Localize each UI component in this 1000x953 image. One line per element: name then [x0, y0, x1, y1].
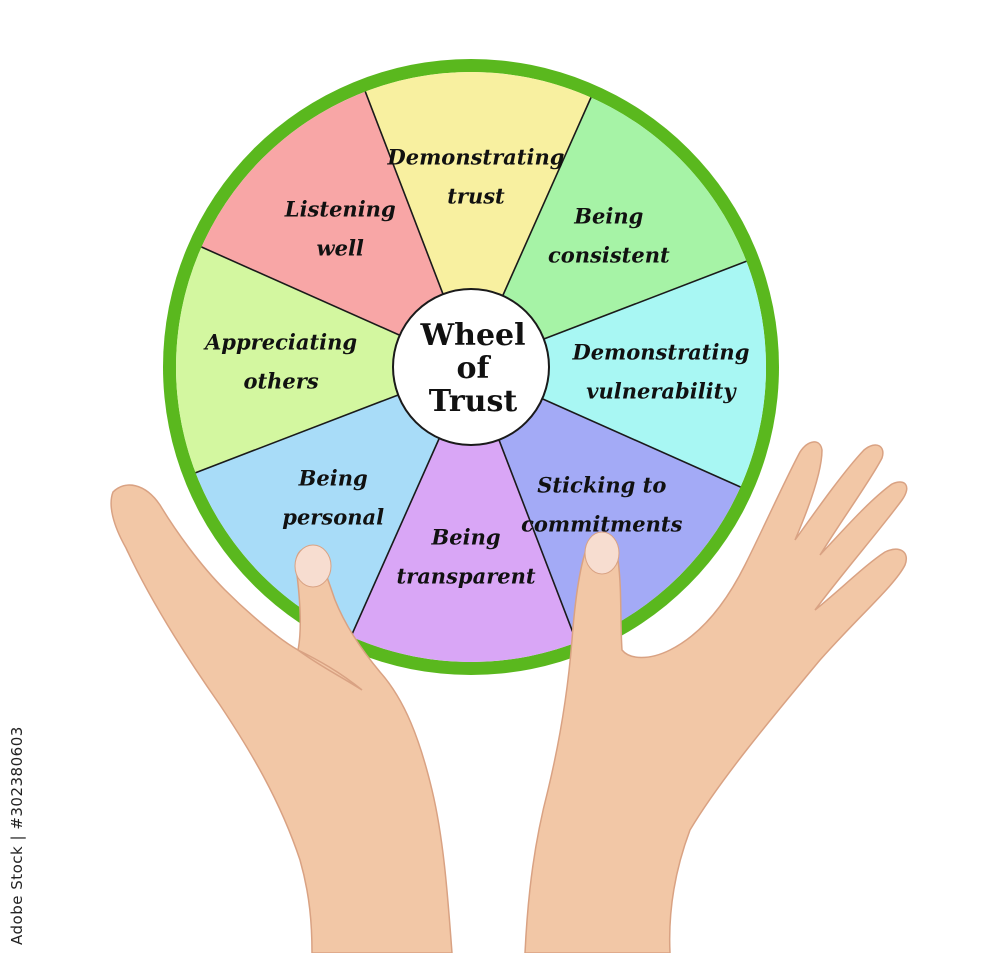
wheel-divider-7 [201, 246, 401, 337]
segment-3-label-line-0: Sticking to [537, 472, 666, 497]
left-hand-image [110, 484, 453, 953]
center-title-line-1: Wheel [419, 318, 525, 353]
segment-6-label-line-0: Appreciating [203, 330, 357, 355]
segment-6-label-line-1: others [243, 369, 318, 394]
stock-watermark-id: Adobe Stock | #302380603 [8, 726, 26, 945]
wheel-labels: DemonstratingtrustBeingconsistentDemonst… [203, 145, 749, 589]
wheel-segment-2 [471, 261, 766, 487]
segment-4-label-line-0: Being [431, 524, 501, 549]
segment-1-label-line-1: consistent [548, 243, 670, 268]
wheel-divider-6 [195, 394, 399, 474]
segment-1-label-line-0: Being [573, 204, 643, 229]
segment-7-label-line-0: Listening [284, 197, 396, 222]
wheel-segment-1 [471, 97, 747, 367]
wheel-divider-0 [364, 91, 444, 295]
left-hand-palm [110, 484, 453, 953]
wheel-segment-7 [201, 91, 471, 367]
left-hand-thumb-shadow [297, 649, 363, 691]
segment-2-label-line-1: vulnerability [586, 378, 737, 403]
wheel-segment-6 [176, 247, 471, 473]
segment-2-label-line-0: Demonstrating [571, 339, 749, 364]
segment-5-label-line-0: Being [298, 465, 368, 490]
segment-5-label-line-1: personal [282, 504, 384, 529]
wheel-divider-5 [350, 437, 441, 637]
wheel-divider-1 [501, 97, 592, 297]
wheel-dividers [195, 91, 747, 643]
right-hand-image [524, 441, 908, 953]
right-thumb-nail [584, 531, 620, 575]
wheel-segment-5 [195, 367, 471, 637]
wheel-divider-3 [541, 397, 741, 488]
center-title-line-2: of [457, 351, 492, 386]
wheel-divider-2 [543, 260, 747, 340]
segment-4-label-line-1: transparent [396, 563, 535, 588]
center-title-line-3: Trust [429, 384, 518, 419]
left-thumb-nail [294, 544, 332, 588]
wheel-segment-0 [365, 72, 591, 368]
segment-0-label-line-1: trust [447, 184, 505, 209]
segment-0-label-line-0: Demonstrating [387, 145, 565, 170]
wheel-divider-4 [498, 439, 578, 643]
wheel-hub [392, 288, 550, 446]
wheel-segment-3 [471, 367, 741, 643]
segment-7-label-line-1: well [317, 236, 364, 261]
wheel-segments [176, 72, 766, 662]
wheel-segment-4 [351, 367, 577, 662]
